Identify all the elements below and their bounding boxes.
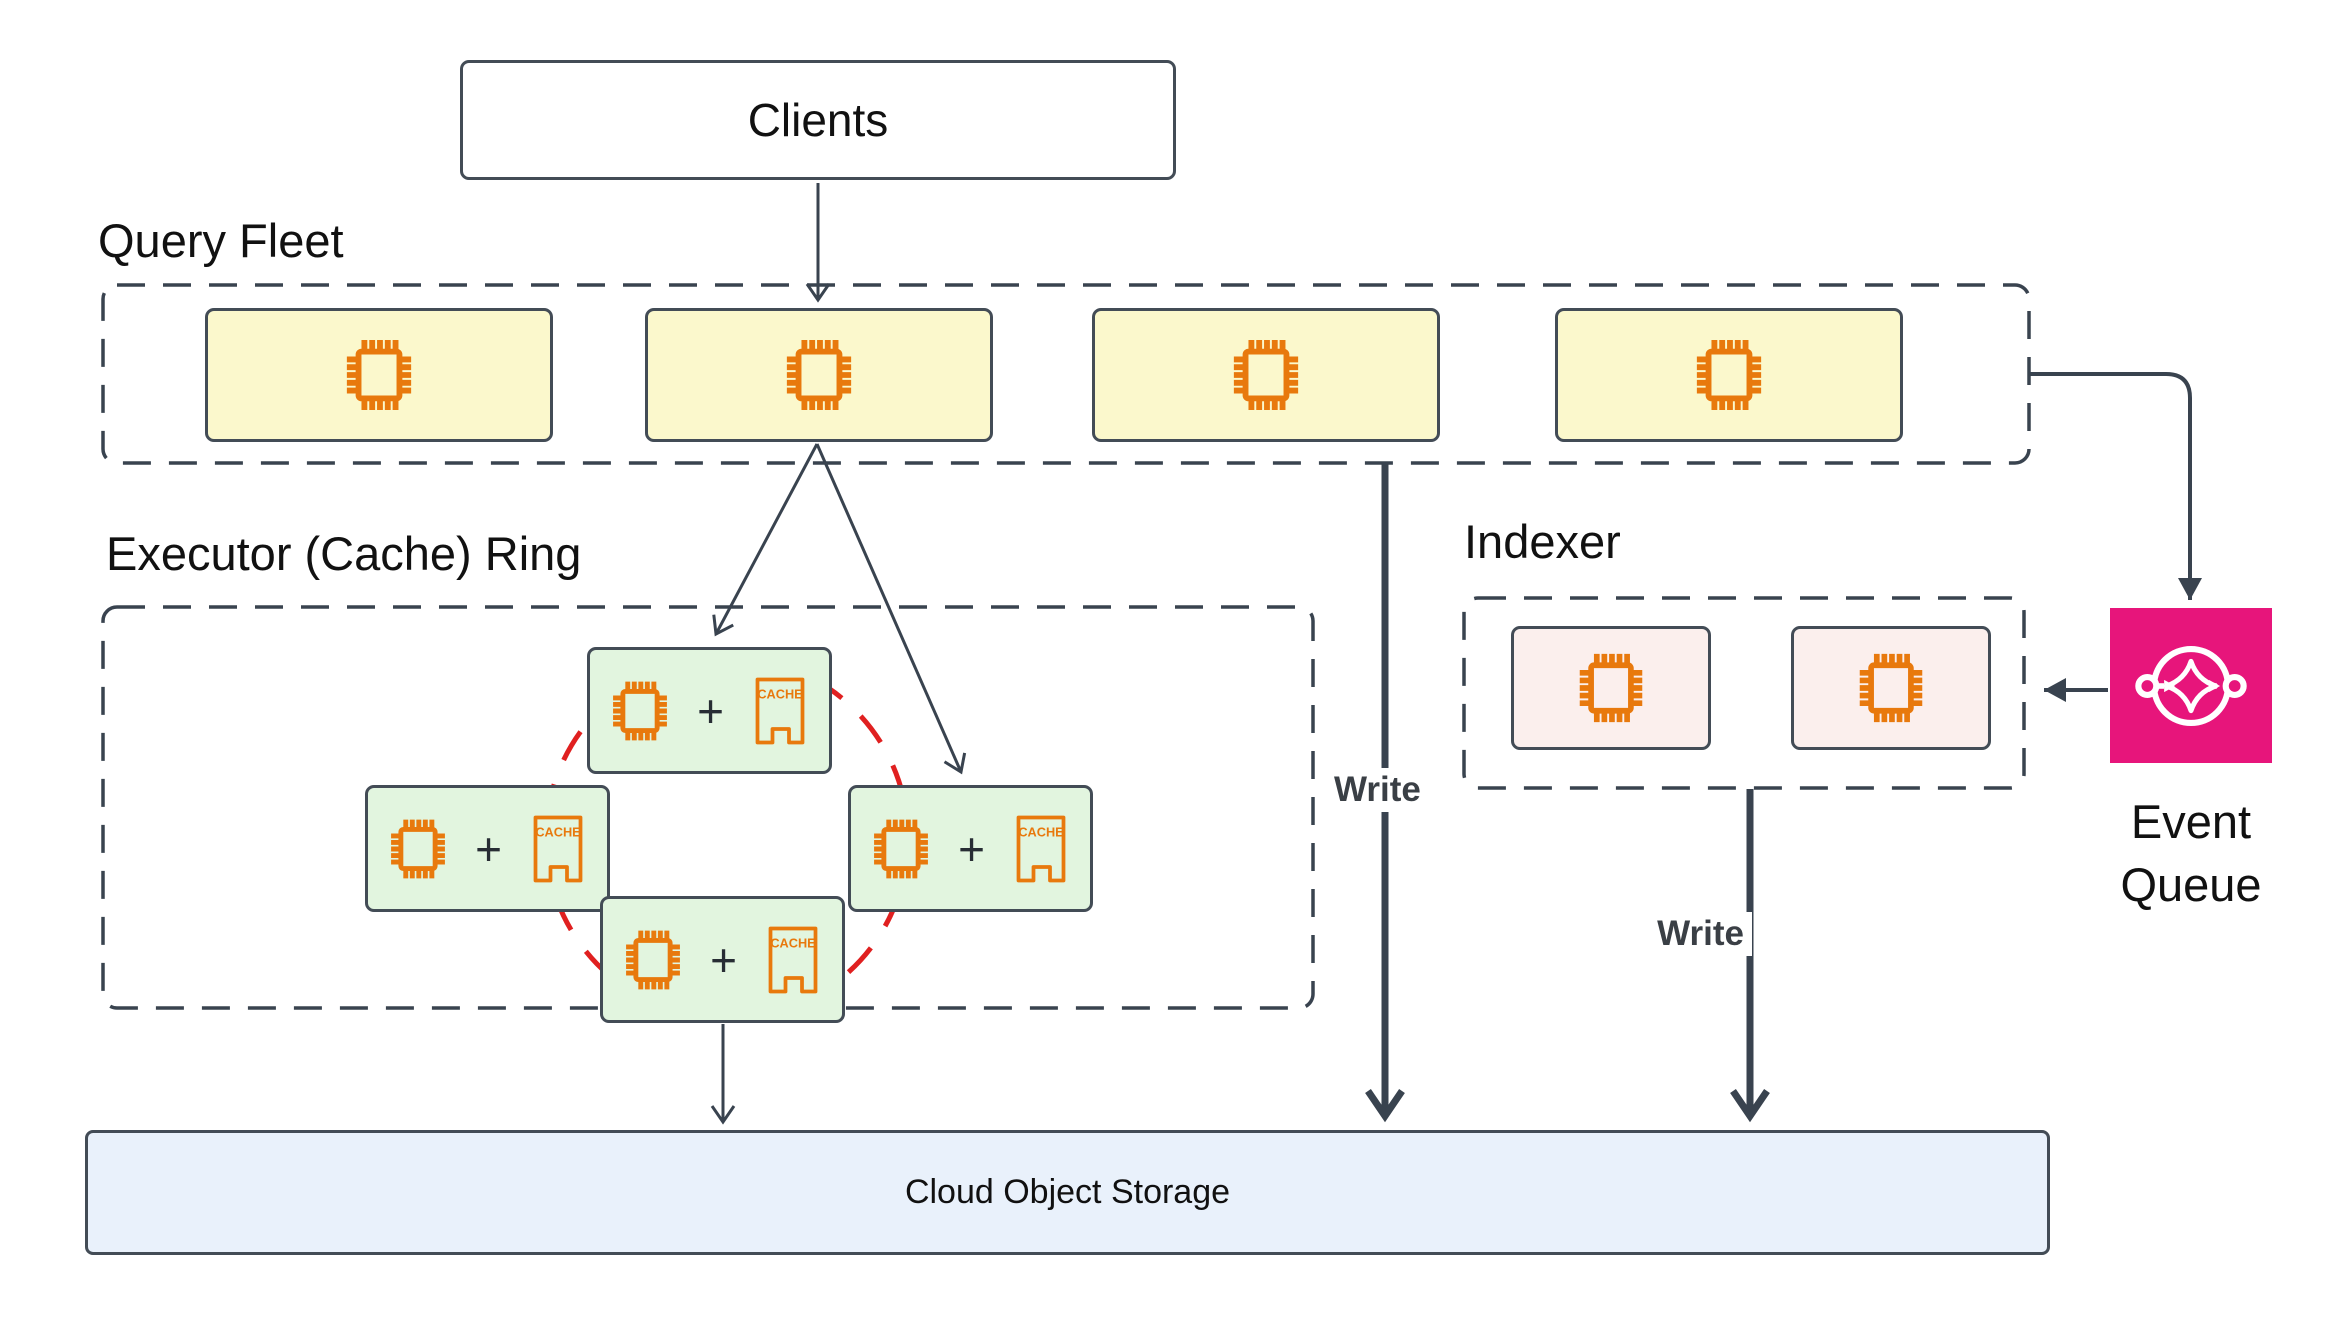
cpu-chip-icon [1696,339,1762,411]
plus-symbol: + [697,684,724,737]
cpu-chip-icon [1579,653,1643,723]
cache-icon: CACHE [755,677,805,744]
edge-query-to-executor-right [815,443,967,775]
event-bus-icon [2135,645,2247,726]
edge-query-fleet-to-event-queue [2029,372,2202,600]
cpu-chip-icon [391,819,445,878]
executor-ring-title: Executor (Cache) Ring [106,527,582,580]
event-queue-label: Event Queue [2051,790,2331,917]
executor-node-left: + CACHE [365,785,610,912]
clients-node: Clients [460,60,1176,180]
executor-node-top: + CACHE [587,647,832,774]
plus-symbol: + [958,822,985,875]
indexer-node-1 [1511,626,1711,750]
indexer-title: Indexer [1464,515,1621,568]
indexer-node-2 [1791,626,1991,750]
event-queue-label-line1: Event [2130,795,2252,848]
cpu-chip-icon [613,681,667,740]
cache-icon: CACHE [1016,815,1066,882]
clients-label: Clients [747,94,889,146]
cloud-object-storage-node: Cloud Object Storage [85,1130,2050,1255]
cpu-chip-icon [346,339,412,411]
cpu-chip-icon [1233,339,1299,411]
query-fleet-node-4 [1555,308,1903,442]
event-queue-node [2110,608,2272,763]
cpu-chip-icon [626,930,680,989]
cache-icon-label: CACHE [535,824,580,839]
indexer-write-label: Write [1618,912,1752,956]
query-fleet-title: Query Fleet [98,214,344,267]
cache-icon-label: CACHE [1018,824,1063,839]
cpu-chip-icon [1859,653,1923,723]
query-fleet-node-2 [645,308,993,442]
cloud-object-storage-label: Cloud Object Storage [904,1173,1231,1211]
query-fleet-node-1 [205,308,553,442]
query-fleet-node-3 [1092,308,1440,442]
plus-symbol: + [475,822,502,875]
cache-icon: CACHE [533,815,583,882]
query-write-label: Write [1326,768,1429,812]
cpu-chip-icon [786,339,852,411]
cache-icon: CACHE [768,926,818,993]
edge-query-to-executor-top [712,443,819,637]
cache-icon-label: CACHE [770,935,815,950]
cache-icon-label: CACHE [757,686,802,701]
event-queue-label-line2: Queue [2120,858,2262,912]
executor-node-right: + CACHE [848,785,1093,912]
executor-node-bottom: + CACHE [600,896,845,1023]
cpu-chip-icon [874,819,928,878]
plus-symbol: + [710,933,737,986]
